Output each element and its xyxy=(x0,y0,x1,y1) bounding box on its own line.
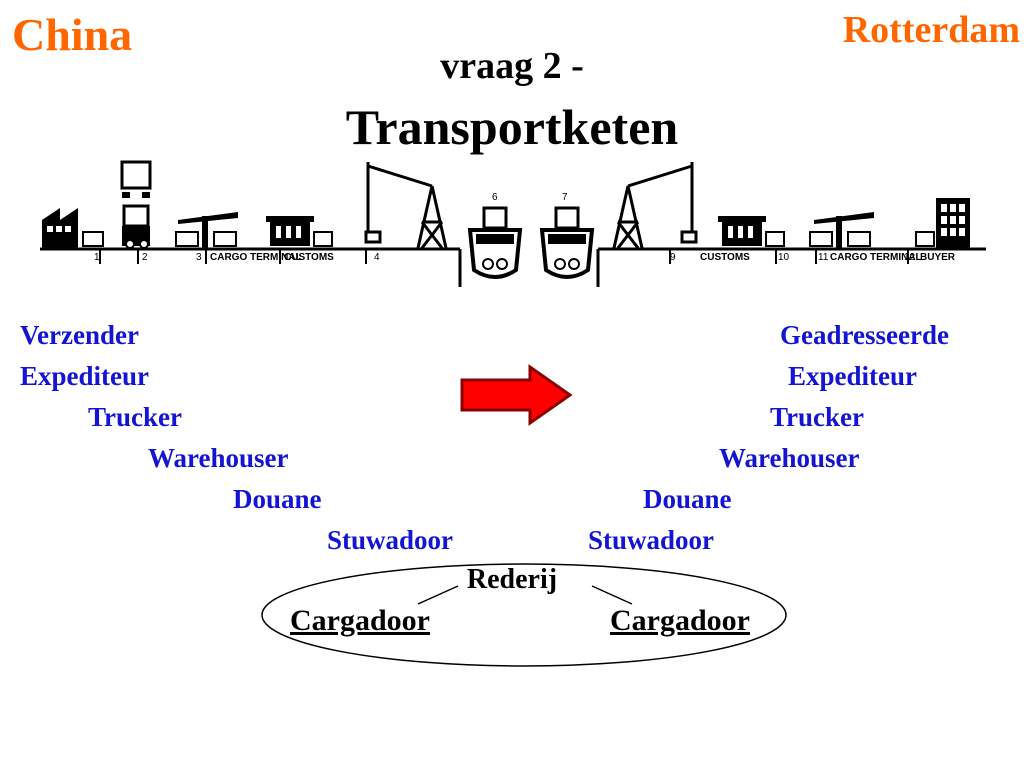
customs-label: CUSTOMS xyxy=(700,252,750,263)
ship-icon xyxy=(467,206,523,279)
crane-icon xyxy=(612,162,698,249)
station-number: 12 xyxy=(904,252,916,263)
destination-chain-item: Trucker xyxy=(770,402,864,432)
station-number: 4 xyxy=(374,252,380,263)
station-number: 10 xyxy=(778,252,790,263)
destination-chain-item: Stuwadoor xyxy=(588,525,715,555)
rederij-label: Rederij xyxy=(466,564,558,595)
origin-chain-item: Verzender xyxy=(20,320,139,350)
buyer-label: BUYER xyxy=(920,252,956,263)
origin-chain-item: Stuwadoor xyxy=(327,525,454,555)
customs-label: CUSTOMS xyxy=(284,252,334,263)
station-number: 6 xyxy=(492,192,498,203)
destination-chain-item: Douane xyxy=(643,484,732,514)
station-number: 1 xyxy=(94,252,100,263)
destination-chain-item: Geadresseerde xyxy=(780,320,949,350)
customs-building-icon xyxy=(718,216,785,247)
station-number: 2 xyxy=(142,252,148,263)
cargo-terminal-label: CARGO TERMINAL xyxy=(210,252,302,263)
truck-icon xyxy=(120,160,152,249)
origin-chain-item: Warehouser xyxy=(148,443,289,473)
destination-chain-item: Warehouser xyxy=(719,443,860,473)
station-number: 9 xyxy=(670,252,676,263)
slide-title-line1: vraag 2 - xyxy=(440,45,584,87)
arrow-right-icon xyxy=(460,364,573,426)
shipping-group-oval xyxy=(261,563,787,667)
destination-label: Rotterdam xyxy=(842,9,1020,51)
origin-chain-item: Douane xyxy=(233,484,322,514)
buyer-building-icon xyxy=(915,198,970,248)
factory-icon xyxy=(42,208,104,248)
cargadoor-origin-label: Cargadoor xyxy=(290,604,430,637)
transport-chain-illustration: 1 2 3 4 6 7 9 10 11 12 CARGO TERMINAL CU… xyxy=(40,160,986,287)
cargadoor-destination-label: Cargadoor xyxy=(610,604,750,637)
cargo-terminal-icon xyxy=(809,212,874,248)
origin-chain-item: Trucker xyxy=(88,402,182,432)
destination-chain-item: Expediteur xyxy=(788,361,918,391)
station-number: 11 xyxy=(818,252,829,263)
cargo-terminal-label: CARGO TERMINAL xyxy=(830,252,922,263)
slide-title-line2: Transportketen xyxy=(345,99,679,155)
crane-icon xyxy=(364,162,448,249)
station-number: 3 xyxy=(196,252,202,263)
customs-building-icon xyxy=(266,216,333,247)
station-number: 7 xyxy=(562,192,568,203)
ship-icon xyxy=(539,206,595,279)
cargo-terminal-icon xyxy=(175,212,238,248)
origin-label: China xyxy=(12,9,133,60)
origin-chain-item: Expediteur xyxy=(20,361,150,391)
